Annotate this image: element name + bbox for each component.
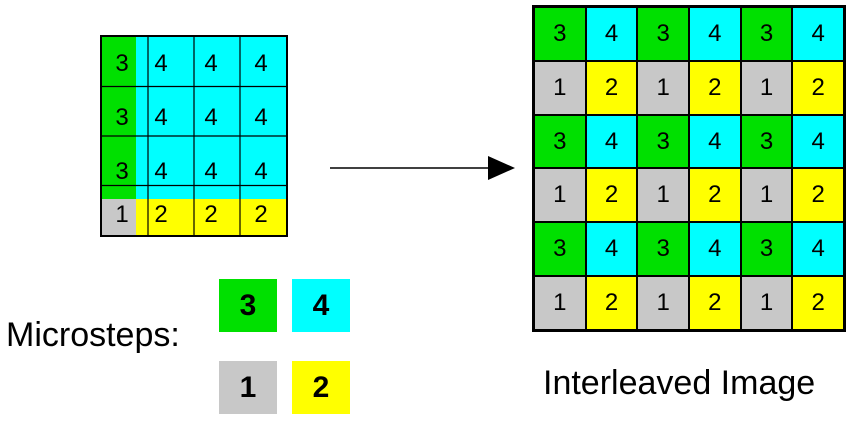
interleaved-cell: 1 <box>637 60 689 115</box>
interleaved-cell: 4 <box>689 114 741 169</box>
interleaved-cell: 4 <box>585 7 638 61</box>
interleaved-cell: 1 <box>534 60 586 115</box>
interleaved-cell: 1 <box>637 168 689 223</box>
microstep-label: 4 <box>154 104 168 131</box>
interleaved-cell: 1 <box>740 276 793 330</box>
interleaved-cell: 3 <box>740 7 793 61</box>
microstep-label: 2 <box>204 201 218 228</box>
microstep-label: 4 <box>204 50 218 77</box>
interleaved-cell: 1 <box>740 60 793 115</box>
microstep-label: 3 <box>115 104 129 131</box>
interleaved-cell: 2 <box>585 276 638 330</box>
interleaved-cell: 3 <box>534 114 586 169</box>
interleaved-cell: 2 <box>689 276 741 330</box>
interleaved-cell: 1 <box>740 168 793 223</box>
interleaved-cell: 4 <box>689 222 741 277</box>
interleaved-cell: 3 <box>740 114 793 169</box>
microstep-label: 2 <box>254 201 268 228</box>
microstep-label: 4 <box>154 158 168 185</box>
legend-box-2: 2 <box>292 361 350 414</box>
interleaved-cell: 4 <box>585 114 638 169</box>
microstep-label: 4 <box>204 158 218 185</box>
interleaved-cell: 2 <box>689 60 741 115</box>
microstep-label: 4 <box>204 104 218 131</box>
interleaved-cell: 1 <box>637 276 689 330</box>
interleaved-cell: 2 <box>585 60 638 115</box>
microstep-region <box>102 199 136 235</box>
interleaved-cell: 2 <box>792 168 844 223</box>
interleaved-cell: 4 <box>792 222 844 277</box>
interleaved-cell: 3 <box>534 7 586 61</box>
legend-box-3: 3 <box>219 279 277 332</box>
microstep-label: 2 <box>154 201 168 228</box>
microstep-label: 4 <box>154 50 168 77</box>
interleaved-cell: 3 <box>637 114 689 169</box>
interleaved-cell: 1 <box>534 276 586 330</box>
left-grid-lines <box>102 37 286 235</box>
interleaved-cell: 3 <box>637 222 689 277</box>
microstep-label: 4 <box>254 158 268 185</box>
interleaved-cell: 3 <box>534 222 586 277</box>
microstep-region <box>102 37 136 199</box>
interleaved-cell: 2 <box>689 168 741 223</box>
legend-box-1: 1 <box>219 361 277 414</box>
microstep-label: 1 <box>115 201 129 228</box>
legend-label: Microsteps: <box>6 316 180 354</box>
legend-box-4: 4 <box>292 279 350 332</box>
interleaved-cell: 2 <box>792 276 844 330</box>
microstep-label: 3 <box>115 158 129 185</box>
interleaved-cell: 4 <box>792 114 844 169</box>
microstep-region <box>136 37 286 199</box>
interleaved-cell: 1 <box>534 168 586 223</box>
interleaved-cell: 3 <box>637 7 689 61</box>
interleaved-cell: 4 <box>585 222 638 277</box>
interleaved-cell: 3 <box>740 222 793 277</box>
microstep-label: 4 <box>254 50 268 77</box>
interleaved-image-title: Interleaved Image <box>543 364 816 402</box>
microstep-region <box>136 199 286 235</box>
interleaved-cell: 2 <box>585 168 638 223</box>
right-arrow-icon <box>330 156 515 180</box>
interleaved-cell: 4 <box>792 7 844 61</box>
microstep-label: 4 <box>254 104 268 131</box>
microstep-label: 3 <box>115 50 129 77</box>
interleaved-cell: 2 <box>792 60 844 115</box>
interleaved-cell: 4 <box>689 7 741 61</box>
